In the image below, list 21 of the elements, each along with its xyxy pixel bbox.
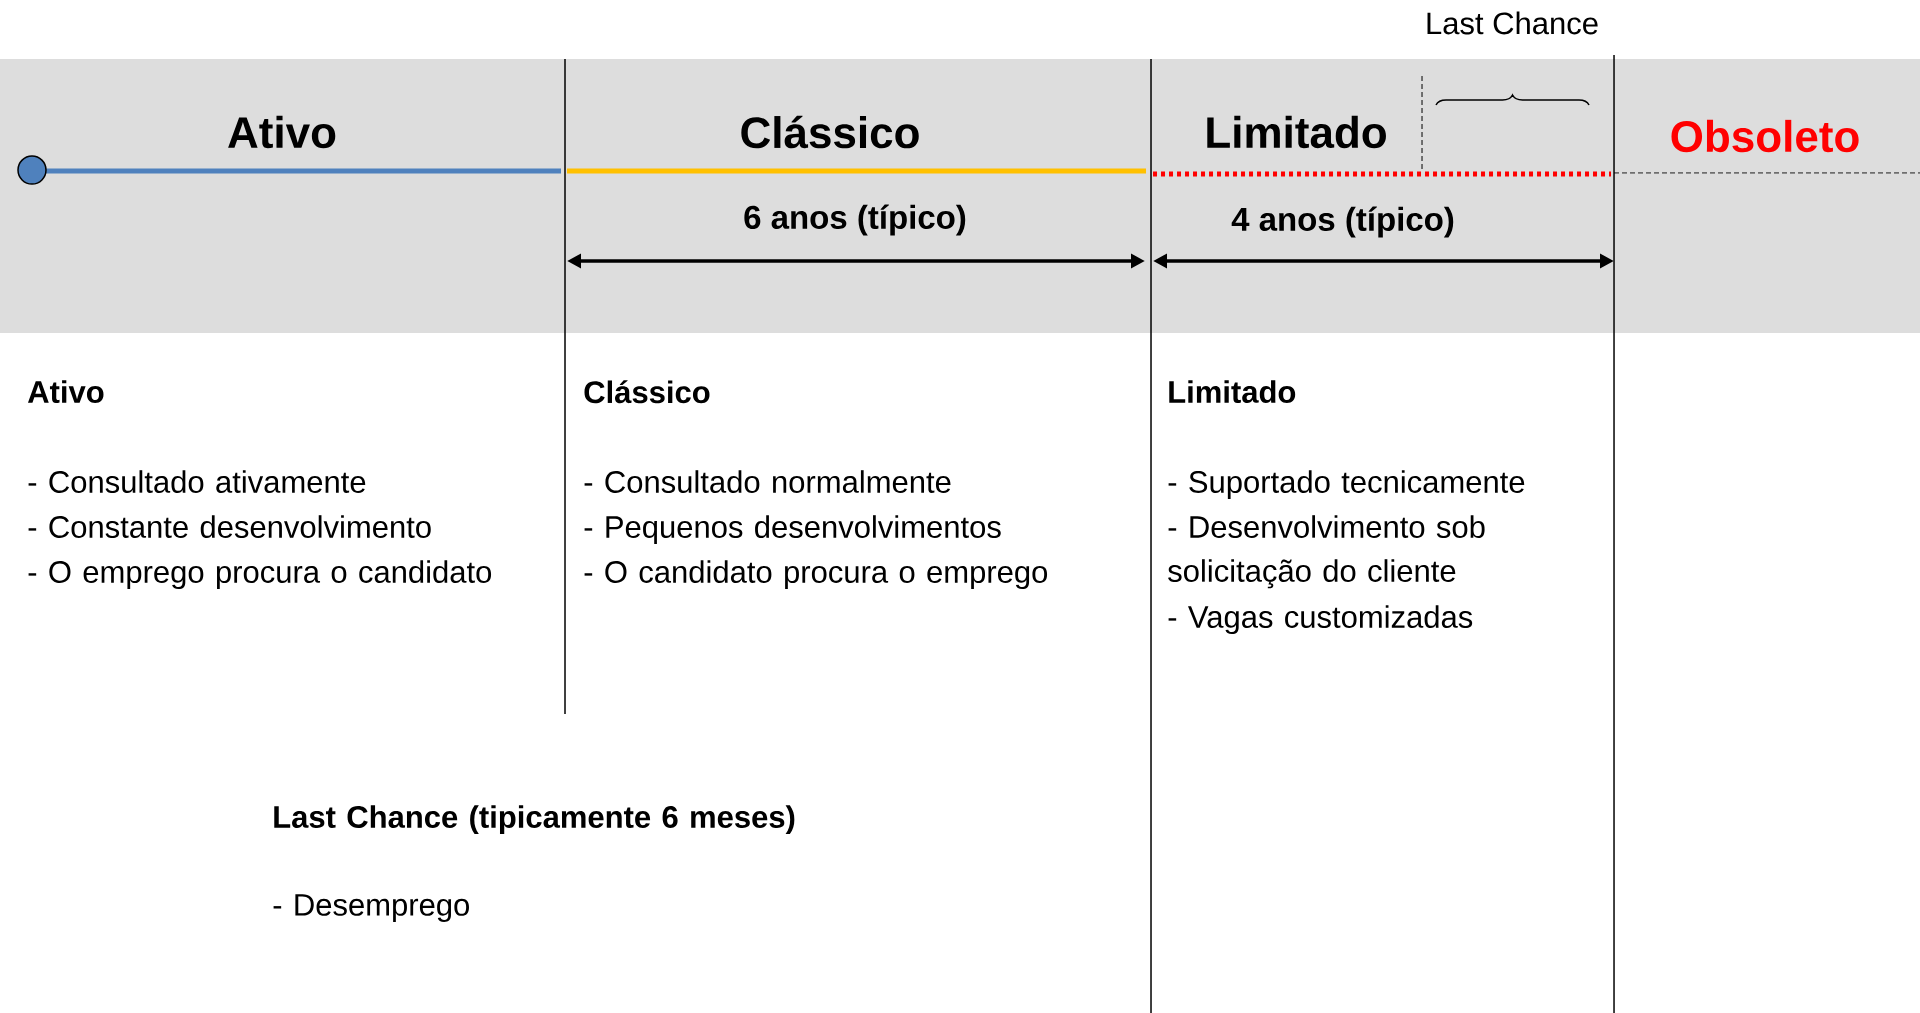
bullet-text: - Desemprego	[273, 894, 469, 922]
bullet-text: - Suportado tecnicamente	[1168, 470, 1525, 500]
bullet-text: - Constante desenvolvimento	[28, 515, 431, 538]
column-heading: Ativo	[27, 380, 104, 403]
phase-title: Clássico	[741, 115, 919, 149]
phase-title: Ativo	[228, 115, 336, 149]
bullet-text: - O emprego procura o candidato	[28, 560, 492, 590]
duration-label: 4 anos (típico)	[1231, 206, 1454, 238]
column-heading: Clássico	[584, 380, 710, 404]
bracket-label: Last Chance	[1427, 11, 1598, 35]
section-heading: Last Chance (tipicamente 6 meses)	[274, 805, 795, 835]
bullet-text: - O candidato procura o emprego	[584, 560, 1048, 590]
bullet-text: - Desenvolvimento sob solicitação do cliente	[1168, 515, 1485, 589]
bullet-text: - Consultado normalmente	[584, 470, 951, 493]
phase-title: Obsoleto	[1671, 119, 1859, 153]
phase-title: Limitado	[1207, 115, 1386, 149]
column-heading: Limitado	[1169, 380, 1296, 403]
bullet-text: - Pequenos desenvolvimentos	[584, 515, 1001, 545]
bullet-text: - Vagas customizadas	[1168, 605, 1473, 635]
bullet-text: - Consultado ativamente	[28, 470, 366, 493]
duration-label: 6 anos (típico)	[744, 204, 966, 236]
